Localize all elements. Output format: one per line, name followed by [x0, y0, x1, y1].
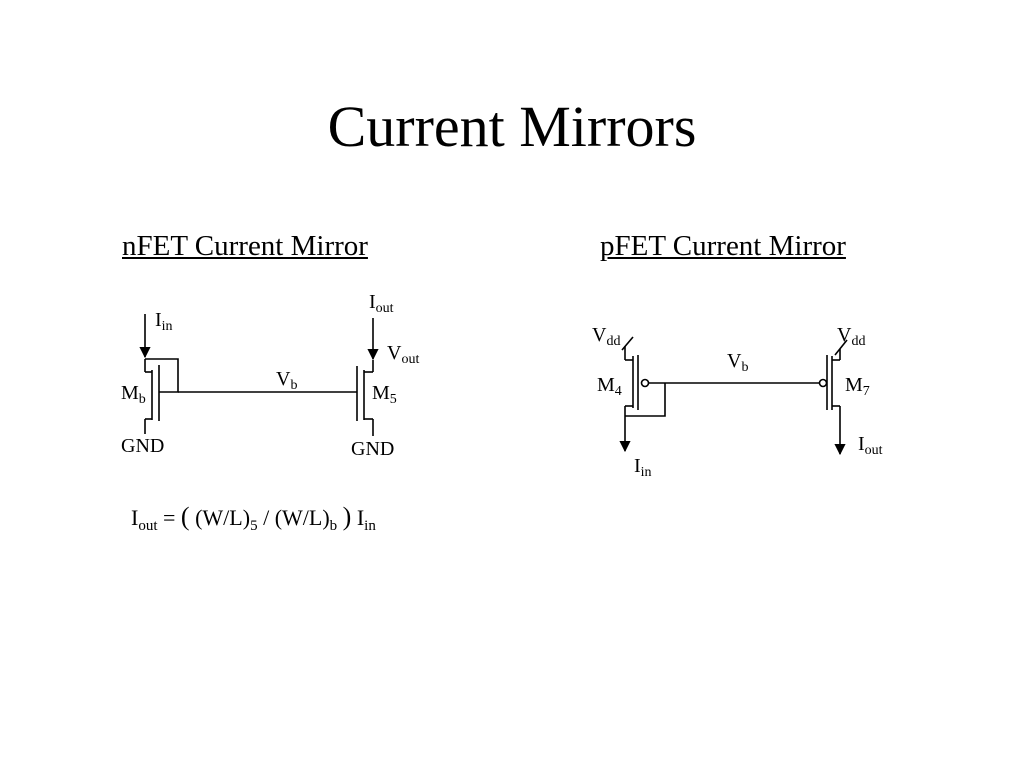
pfet-iin-label: Iin [634, 455, 652, 480]
slide-title: Current Mirrors [327, 94, 697, 159]
pfet-iout-label: Iout [858, 433, 883, 458]
nfet-gnd-right-label: GND [351, 438, 395, 460]
pfet-vdd-left-label: Vdd [592, 324, 621, 349]
pfet-m7-label: M7 [845, 374, 870, 399]
pfet-vb-label: Vb [727, 350, 749, 375]
transistor-m7 [818, 339, 848, 456]
nfet-circuit [139, 314, 379, 436]
nfet-gnd-left-label: GND [121, 435, 165, 457]
nfet-iout-label: Iout [369, 291, 394, 316]
pfet-circuit [619, 336, 848, 456]
transistor-mb [144, 358, 179, 434]
pfet-heading: pFET Current Mirror [600, 230, 846, 262]
nfet-vout-label: Vout [387, 342, 420, 367]
nfet-m5-label: M5 [372, 382, 397, 407]
pfet-m4-label: M4 [597, 374, 622, 399]
transistor-m4 [619, 336, 666, 453]
pfet-vdd-right-label: Vdd [837, 324, 866, 349]
nfet-iin-label: Iin [155, 309, 173, 334]
nfet-heading: nFET Current Mirror [122, 230, 368, 262]
mirror-ratio-formula: Iout = ( (W/L)5 / (W/L)b ) Iin [131, 502, 376, 534]
nfet-mb-label: Mb [121, 382, 146, 407]
transistor-m5 [356, 360, 374, 436]
nfet-vb-label: Vb [276, 368, 298, 393]
